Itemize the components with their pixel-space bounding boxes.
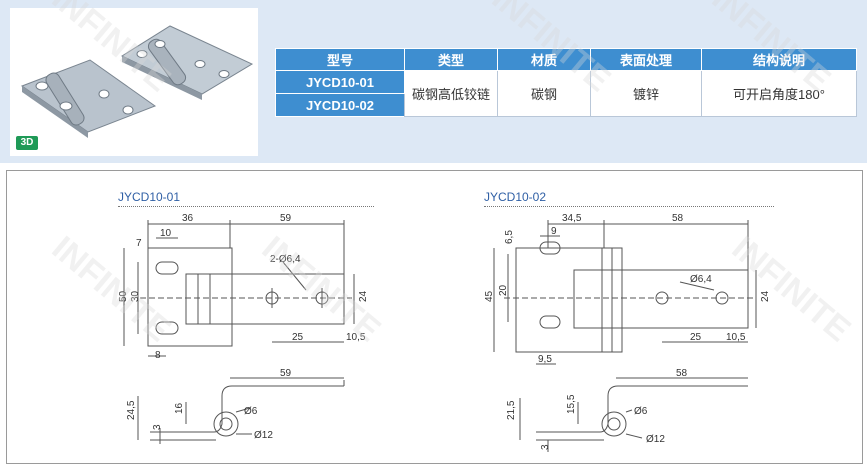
dim-label: 30 [130,290,141,302]
header-type: 类型 [404,48,498,71]
dim-label: 45 [484,290,495,302]
product-photo [10,8,258,156]
title-underline [118,206,374,207]
drawing-title: JYCD10-02 [484,190,547,204]
dim-label: 16 [174,402,185,414]
dim-label: 59 [280,213,292,224]
dim-label: 3 [540,444,551,450]
dim-label: 3 [152,424,163,430]
dim-label: 34,5 [562,213,582,224]
dim-label: 10 [160,228,172,239]
3d-badge[interactable]: 3D [16,136,38,150]
dim-label: Ø6 [634,406,648,417]
dim-label: 9 [551,226,557,237]
spec-table: 型号 类型 材质 表面处理 结构说明 JYCD10-01 碳钢高低铰链 碳钢 镀… [275,48,857,117]
dim-label: 25 [690,332,702,343]
dim-label: 25 [292,332,304,343]
hinge-3d-illustration [20,25,254,138]
dim-label: 24 [358,290,369,302]
drawing-title: JYCD10-01 [118,190,181,204]
dim-label: 9,5 [538,354,552,365]
dim-label: 2-Ø6,4 [270,254,301,265]
dim-label: 8 [155,350,161,361]
dim-label: 24 [760,290,771,302]
dim-label: 36 [182,213,194,224]
surface-cell: 镀锌 [590,70,702,117]
model-cell: JYCD10-02 [275,93,405,117]
spec-header-row: 型号 类型 材质 表面处理 结构说明 [275,48,857,71]
dim-label: Ø6,4 [690,274,712,285]
dim-label: 15,5 [566,394,577,414]
dim-label: Ø12 [254,430,273,441]
dim-label: 24,5 [126,400,137,420]
dim-label: 20 [498,284,509,296]
dim-label: Ø12 [646,434,665,445]
dim-label: 21,5 [506,400,517,420]
spec-row: JYCD10-01 碳钢高低铰链 碳钢 镀锌 可开启角度180° [275,70,857,117]
dim-label: 10,5 [726,332,746,343]
header-material: 材质 [497,48,591,71]
dim-label: 7 [136,238,142,249]
spec-row: JYCD10-02 [275,93,857,117]
dim-label: 6,5 [504,230,515,244]
technical-drawing-frame [6,170,863,464]
structure-cell: 可开启角度180° [701,70,857,117]
dim-label: Ø6 [244,406,258,417]
title-underline [484,206,774,207]
dim-label: 10,5 [346,332,366,343]
product-header-band: 3D 型号 类型 材质 表面处理 结构说明 JYCD10-01 碳钢高低铰链 碳… [0,0,867,163]
header-structure: 结构说明 [701,48,857,71]
dim-label: 58 [676,368,688,379]
type-cell: 碳钢高低铰链 [404,70,498,117]
dim-label: 50 [118,290,129,302]
material-cell: 碳钢 [497,70,591,117]
dim-label: 58 [672,213,684,224]
header-model: 型号 [275,48,405,71]
dim-label: 59 [280,368,292,379]
